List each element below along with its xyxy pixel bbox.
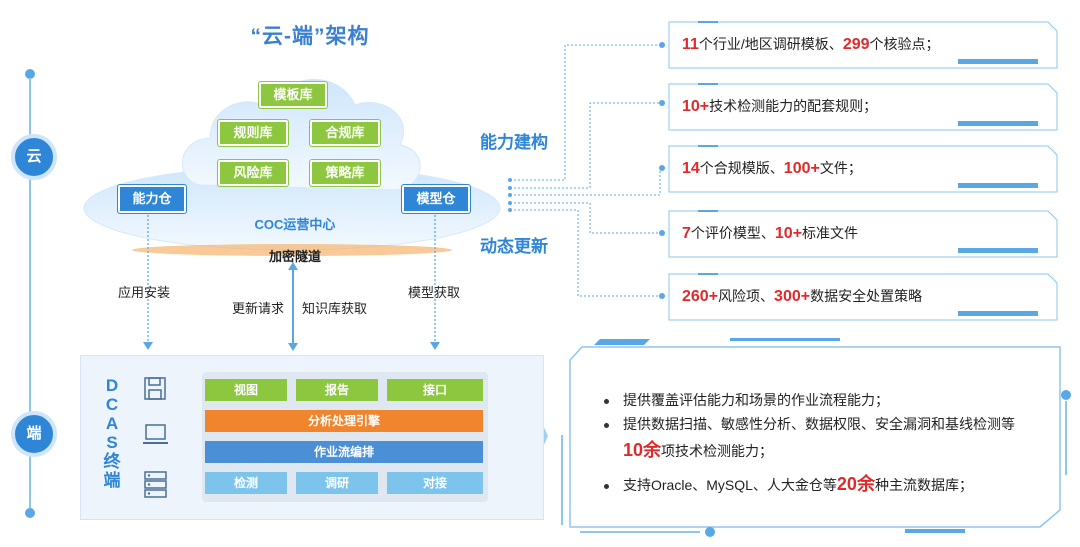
card-text: 标准文件 [802, 225, 859, 241]
card-number: 10+ [682, 98, 710, 115]
card-frame [668, 145, 1058, 193]
card-number: 100+ [783, 160, 820, 177]
card-number: 299 [842, 36, 870, 53]
card-number: 14 [682, 160, 700, 177]
capability-build-label: 能力建构 [480, 133, 548, 152]
card-text: 技术检测能力的配套规则； [709, 98, 878, 114]
tunnel-label: 加密隧道 [268, 249, 321, 264]
card-text: 个行业/地区调研模板、 [698, 36, 843, 52]
info-card: 11个行业/地区调研模板、299个核验点； [668, 21, 1058, 69]
compliance-library-box: 合规库 [310, 120, 380, 146]
info-card: 10+技术检测能力的配套规则； [668, 83, 1058, 131]
timeline-terminal-node: 端 [11, 411, 57, 457]
capability-warehouse-box: 能力仓 [118, 185, 186, 213]
timeline-line [29, 78, 31, 508]
dcas-letter: 端 [103, 471, 121, 490]
feature-text: 支持Oracle、MySQL、人大金仓等 [623, 477, 837, 493]
dcas-letter: 终 [103, 452, 121, 471]
card-text: 个合规模版、 [699, 160, 784, 176]
feature-number: 20余 [836, 474, 875, 494]
feature-item-2: 提供数据扫描、敏感性分析、数据权限、安全漏洞和基线检测等 [604, 414, 1015, 434]
feature-text: 项技术检测能力； [661, 443, 774, 459]
module-interface: 接口 [387, 379, 483, 401]
dcas-letter: D [105, 376, 119, 395]
dcas-letter: C [105, 395, 119, 414]
feature-item-1: 提供覆盖评估能力和场景的作业流程能力； [604, 390, 889, 410]
rule-library-box: 规则库 [218, 120, 288, 146]
dcas-letter: A [105, 414, 119, 433]
bullet-icon [604, 398, 609, 404]
page-title: “云-端”架构 [250, 25, 370, 48]
install-label: 应用安装 [118, 285, 171, 300]
info-card: 14个合规模版、100+文件； [668, 145, 1058, 193]
server-icon [144, 471, 167, 498]
card-number: 10+ [774, 225, 803, 242]
module-view: 视图 [205, 379, 287, 401]
timeline-bottom-dot [25, 508, 35, 518]
card-frame [668, 273, 1058, 321]
dynamic-update-label: 动态更新 [480, 237, 548, 256]
features-frame [561, 338, 1071, 537]
update-request-label: 更新请求 [232, 301, 285, 316]
feature-number: 10余 [623, 440, 662, 460]
timeline-top-dot [25, 69, 35, 79]
card-text: 文件； [819, 160, 862, 176]
info-card: 7个评价模型、10+标准文件 [668, 210, 1058, 258]
card-number: 300+ [774, 288, 811, 305]
module-report: 报告 [296, 379, 378, 401]
kb-fetch-label: 知识库获取 [302, 301, 368, 316]
timeline-cloud-node: 云 [11, 134, 57, 180]
dcas-letter: S [106, 433, 118, 452]
dcas-terminal-label: D C A S 终 端 [102, 376, 122, 490]
strategy-library-box: 策略库 [310, 160, 380, 186]
risk-library-box: 风险库 [218, 160, 288, 186]
feature-item-3: 支持Oracle、MySQL、人大金仓等20余种主流数据库； [604, 470, 973, 496]
workflow-bar: 作业流编排 [205, 441, 483, 463]
bullet-icon [604, 483, 609, 489]
module-survey: 调研 [296, 472, 378, 494]
module-dock: 对接 [387, 472, 483, 494]
template-library-box: 模板库 [259, 82, 327, 108]
bullet-icon [604, 422, 609, 428]
card-frame [668, 83, 1058, 131]
card-text: 个评价模型、 [690, 225, 775, 241]
laptop-icon [143, 424, 168, 444]
feature-text: 提供数据扫描、敏感性分析、数据权限、安全漏洞和基线检测等 [623, 416, 1015, 432]
info-card: 260+风险项、300+数据安全处置策略 [668, 273, 1058, 321]
module-detect: 检测 [205, 472, 287, 494]
card-frame [668, 210, 1058, 258]
card-number: 260+ [682, 288, 719, 305]
model-fetch-label: 模型获取 [408, 285, 461, 300]
card-text: 个核验点； [869, 36, 940, 52]
card-number: 7 [682, 225, 691, 242]
feature-item-2-cont: 10余项技术检测能力； [623, 436, 773, 462]
card-text: 风险项、 [718, 288, 775, 304]
card-number: 11 [682, 36, 699, 53]
floppy-disk-icon [144, 377, 166, 400]
analysis-engine-bar: 分析处理引擎 [205, 410, 483, 432]
feature-text: 种主流数据库； [874, 477, 973, 493]
feature-text: 提供覆盖评估能力和场景的作业流程能力； [623, 392, 889, 408]
coc-center-label: COC运营中心 [254, 217, 336, 232]
card-text: 数据安全处置策略 [810, 288, 923, 304]
model-warehouse-box: 模型仓 [402, 185, 470, 213]
card-frame [668, 21, 1058, 69]
